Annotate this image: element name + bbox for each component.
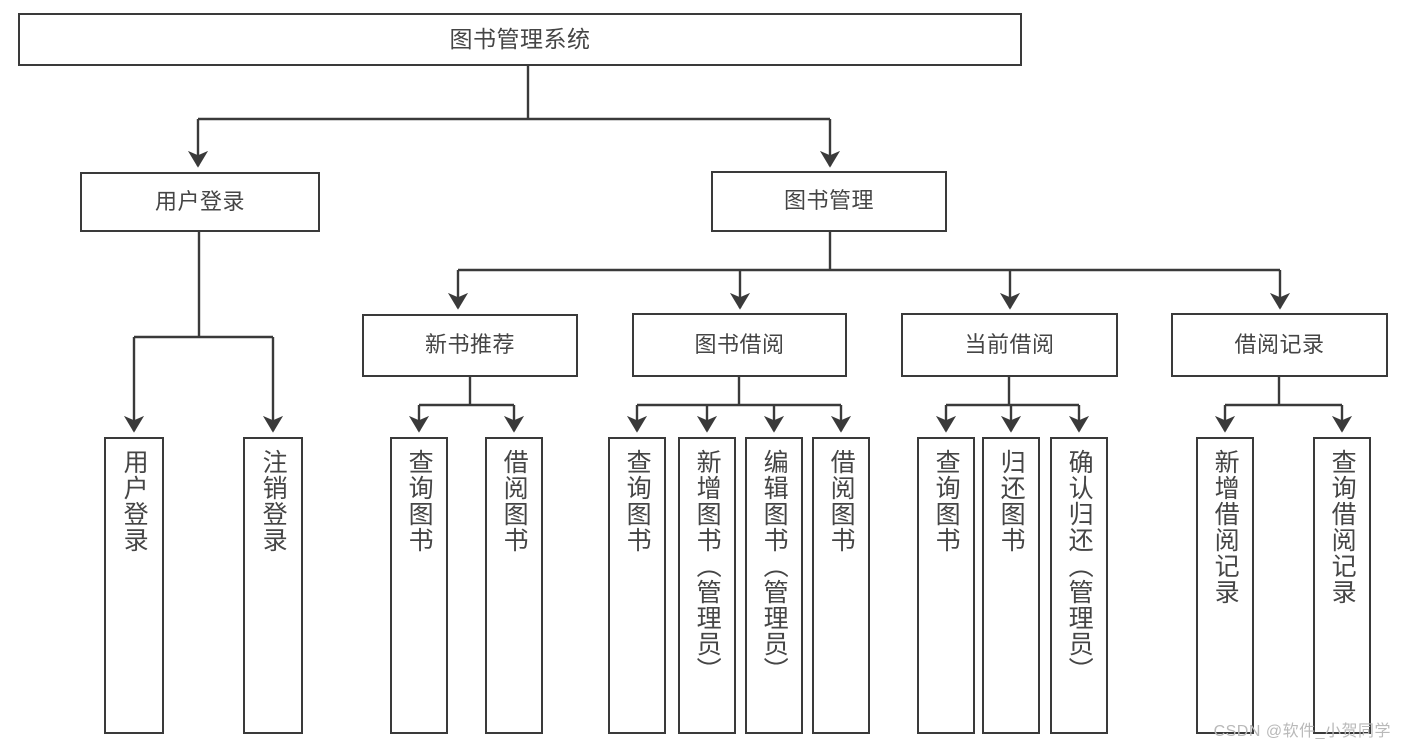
node-new-book-recommend[interactable]: 新书推荐 bbox=[362, 314, 578, 377]
leaf-return-book-label: 归还图书 bbox=[997, 449, 1026, 553]
leaf-user-login[interactable]: 用户登录 bbox=[104, 437, 164, 734]
leaf-add-borrow-record[interactable]: 新增借阅记录 bbox=[1196, 437, 1254, 734]
node-book-borrow-label: 图书借阅 bbox=[694, 331, 785, 357]
node-root-system[interactable]: 图书管理系统 bbox=[18, 13, 1022, 66]
leaf-borrow-book-label: 借阅图书 bbox=[827, 449, 856, 553]
leaf-edit-book-admin[interactable]: 编辑图书（管理员） bbox=[745, 437, 803, 734]
leaf-add-borrow-record-label: 新增借阅记录 bbox=[1211, 449, 1240, 605]
leaf-user-login-label: 用户登录 bbox=[120, 449, 149, 553]
node-current-borrow-label: 当前借阅 bbox=[964, 331, 1055, 357]
node-user-login-label: 用户登录 bbox=[154, 188, 245, 214]
leaf-query-book-borrow[interactable]: 查询图书 bbox=[608, 437, 666, 734]
node-book-management-label: 图书管理 bbox=[783, 188, 874, 214]
node-root-system-label: 图书管理系统 bbox=[449, 25, 591, 52]
leaf-borrow-book-rec-label: 借阅图书 bbox=[500, 449, 529, 553]
leaf-query-borrow-record[interactable]: 查询借阅记录 bbox=[1313, 437, 1371, 734]
node-new-book-recommend-label: 新书推荐 bbox=[424, 332, 515, 358]
leaf-confirm-return-admin-label: 确认归还（管理员） bbox=[1065, 449, 1094, 683]
node-book-borrow[interactable]: 图书借阅 bbox=[632, 313, 847, 377]
node-borrow-records-label: 借阅记录 bbox=[1234, 331, 1325, 357]
leaf-add-book-admin-label: 新增图书（管理员） bbox=[693, 449, 722, 683]
leaf-borrow-book-rec[interactable]: 借阅图书 bbox=[485, 437, 543, 734]
leaf-logout[interactable]: 注销登录 bbox=[243, 437, 303, 734]
leaf-confirm-return-admin[interactable]: 确认归还（管理员） bbox=[1050, 437, 1108, 734]
node-borrow-records[interactable]: 借阅记录 bbox=[1171, 313, 1388, 377]
leaf-edit-book-admin-label: 编辑图书（管理员） bbox=[760, 449, 789, 683]
leaf-logout-label: 注销登录 bbox=[259, 449, 288, 553]
leaf-query-book-borrow-label: 查询图书 bbox=[623, 449, 652, 553]
leaf-query-borrow-record-label: 查询借阅记录 bbox=[1328, 449, 1357, 605]
leaf-query-book-current-label: 查询图书 bbox=[932, 449, 961, 553]
watermark-text: CSDN @软件_小贺同学 bbox=[1213, 723, 1391, 740]
leaf-return-book[interactable]: 归还图书 bbox=[982, 437, 1040, 734]
leaf-query-book-current[interactable]: 查询图书 bbox=[917, 437, 975, 734]
node-user-login[interactable]: 用户登录 bbox=[80, 172, 320, 232]
leaf-query-book-rec-label: 查询图书 bbox=[405, 449, 434, 553]
leaf-query-book-rec[interactable]: 查询图书 bbox=[390, 437, 448, 734]
node-current-borrow[interactable]: 当前借阅 bbox=[901, 313, 1118, 377]
leaf-add-book-admin[interactable]: 新增图书（管理员） bbox=[678, 437, 736, 734]
node-book-management[interactable]: 图书管理 bbox=[711, 171, 947, 232]
leaf-borrow-book[interactable]: 借阅图书 bbox=[812, 437, 870, 734]
